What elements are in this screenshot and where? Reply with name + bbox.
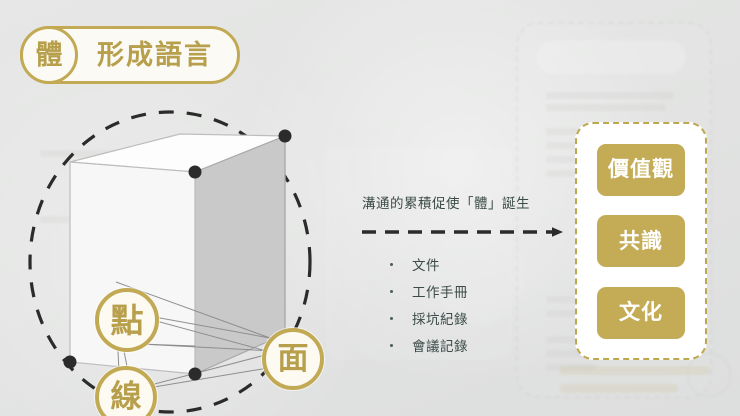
node-badge-line: 線 [95, 366, 157, 416]
cube-vertex-dot [188, 165, 202, 179]
list-item: 會議記錄 [362, 332, 572, 359]
bullet-dot-icon [390, 289, 393, 293]
ghost-gold-bar [560, 366, 710, 375]
node-label-face: 面 [277, 340, 309, 377]
outcome-box-culture: 文化 [597, 286, 685, 339]
outcome-box-values: 價值觀 [597, 143, 685, 196]
bullet-dot-icon [390, 262, 393, 266]
outcome-box-label: 價值觀 [608, 157, 674, 181]
list-item: 文件 [362, 251, 572, 278]
flow-item-list: 文件 工作手冊 採坑紀錄 會議記錄 [362, 251, 572, 359]
ghost-text-line [546, 364, 596, 371]
node-badge-face: 面 [262, 328, 324, 390]
title-badge-circle: 體 [20, 26, 78, 84]
list-item-label: 採坑紀錄 [412, 312, 468, 329]
node-badge-point: 點 [95, 288, 159, 352]
list-item: 採坑紀錄 [362, 305, 572, 332]
title-text: 形成語言 [97, 39, 213, 71]
list-item-label: 會議記錄 [412, 339, 468, 356]
ghost-gold-bar [560, 384, 678, 393]
ghost-text-line [546, 104, 666, 111]
list-item-label: 工作手冊 [412, 285, 468, 302]
slide-title: 形成語言 體 [20, 26, 240, 84]
flow-column: 溝通的累積促使「體」誕生 文件 工作手冊 採坑紀錄 會議記錄 [362, 196, 572, 359]
outcome-box-label: 共識 [619, 228, 663, 253]
ghost-title-pill [536, 40, 686, 74]
bullet-dot-icon [390, 343, 393, 347]
node-label-line: 線 [110, 378, 142, 415]
ghost-text-line [546, 92, 674, 99]
node-label-point: 點 [110, 300, 144, 340]
flow-arrow [362, 223, 572, 237]
list-item: 工作手冊 [362, 278, 572, 305]
outcome-box-consensus: 共識 [597, 215, 685, 267]
dashed-enclosure-circle [28, 110, 312, 414]
title-badge-char: 體 [35, 39, 63, 71]
cube-vertex-dot [188, 367, 202, 381]
flow-caption: 溝通的累積促使「體」誕生 [362, 196, 530, 212]
cube-vertices [63, 129, 292, 381]
outcome-panel: 價值觀 共識 文化 [575, 122, 707, 360]
bullet-dot-icon [390, 316, 393, 320]
cube-diagram-svg [28, 110, 312, 414]
dashed-arrow-icon [362, 226, 563, 237]
list-item-label: 文件 [412, 258, 440, 275]
cube-diagram: 點 線 面 [20, 96, 350, 416]
outcome-box-label: 文化 [619, 300, 663, 324]
cube-vertex-dot [63, 355, 77, 369]
cube-vertex-dot [278, 129, 292, 143]
